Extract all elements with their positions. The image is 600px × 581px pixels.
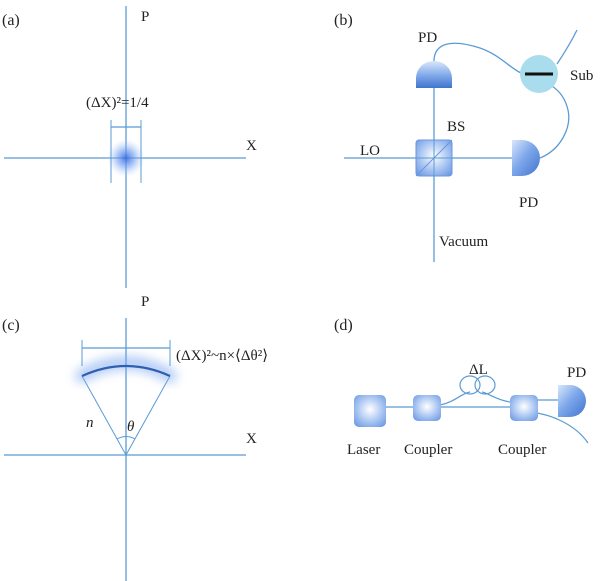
angle-marker	[116, 436, 136, 440]
x-axis-label: X	[246, 138, 257, 154]
panel-d-label: (d)	[334, 317, 353, 334]
right-pd-wire	[539, 85, 570, 159]
vacuum-state-blob	[107, 139, 145, 177]
panel-a: (a) P X (ΔX)²=1/4	[2, 6, 257, 288]
radius-right	[125, 375, 171, 456]
coupler-2-label: Coupler	[498, 442, 546, 458]
photodiode-top	[416, 61, 452, 88]
phase-arc	[81, 364, 171, 378]
coupler-1-label: Coupler	[404, 442, 452, 458]
pd-top-label: PD	[418, 30, 437, 46]
p-axis-label: P	[141, 294, 149, 310]
laser-box	[354, 395, 386, 427]
variance-formula: (ΔX)²~n×⟨Δθ²⟩	[176, 348, 268, 364]
bs-label: BS	[447, 119, 465, 135]
fiber-upper	[439, 391, 511, 406]
theta-label: θ	[127, 419, 135, 435]
photodiode-right	[512, 140, 540, 176]
panel-d: (d) ΔL PD Laser Coupler Coupler	[334, 317, 589, 458]
panel-c: (c) P X (ΔX)²~n×⟨Δθ²⟩ n θ	[2, 294, 268, 581]
delay-loop-icon	[459, 375, 496, 395]
variance-formula: (ΔX)²=1/4	[86, 95, 149, 111]
radius-left	[81, 375, 127, 456]
panel-a-label: (a)	[2, 12, 20, 29]
beamsplitter	[415, 139, 453, 177]
panel-b-label: (b)	[334, 12, 353, 29]
pd-label: PD	[567, 365, 586, 381]
panel-b: (b) PD PD Sub BS LO Vacuu	[334, 12, 593, 262]
n-label: n	[86, 415, 94, 431]
vacuum-label: Vacuum	[439, 234, 488, 250]
sub-label: Sub	[570, 68, 593, 84]
coupler-2-box	[510, 395, 538, 421]
subtractor-icon	[520, 55, 558, 93]
p-axis-label: P	[141, 9, 149, 25]
laser-label: Laser	[347, 442, 380, 458]
lo-label: LO	[360, 143, 380, 159]
sub-output-wire	[556, 29, 578, 65]
x-axis-label: X	[246, 431, 257, 447]
delta-l-label: ΔL	[469, 362, 488, 378]
coupler-1-box	[413, 395, 441, 421]
photodiode	[558, 385, 586, 417]
top-pd-wire	[433, 42, 522, 74]
panel-c-label: (c)	[2, 317, 20, 334]
pd-right-label: PD	[519, 195, 538, 211]
